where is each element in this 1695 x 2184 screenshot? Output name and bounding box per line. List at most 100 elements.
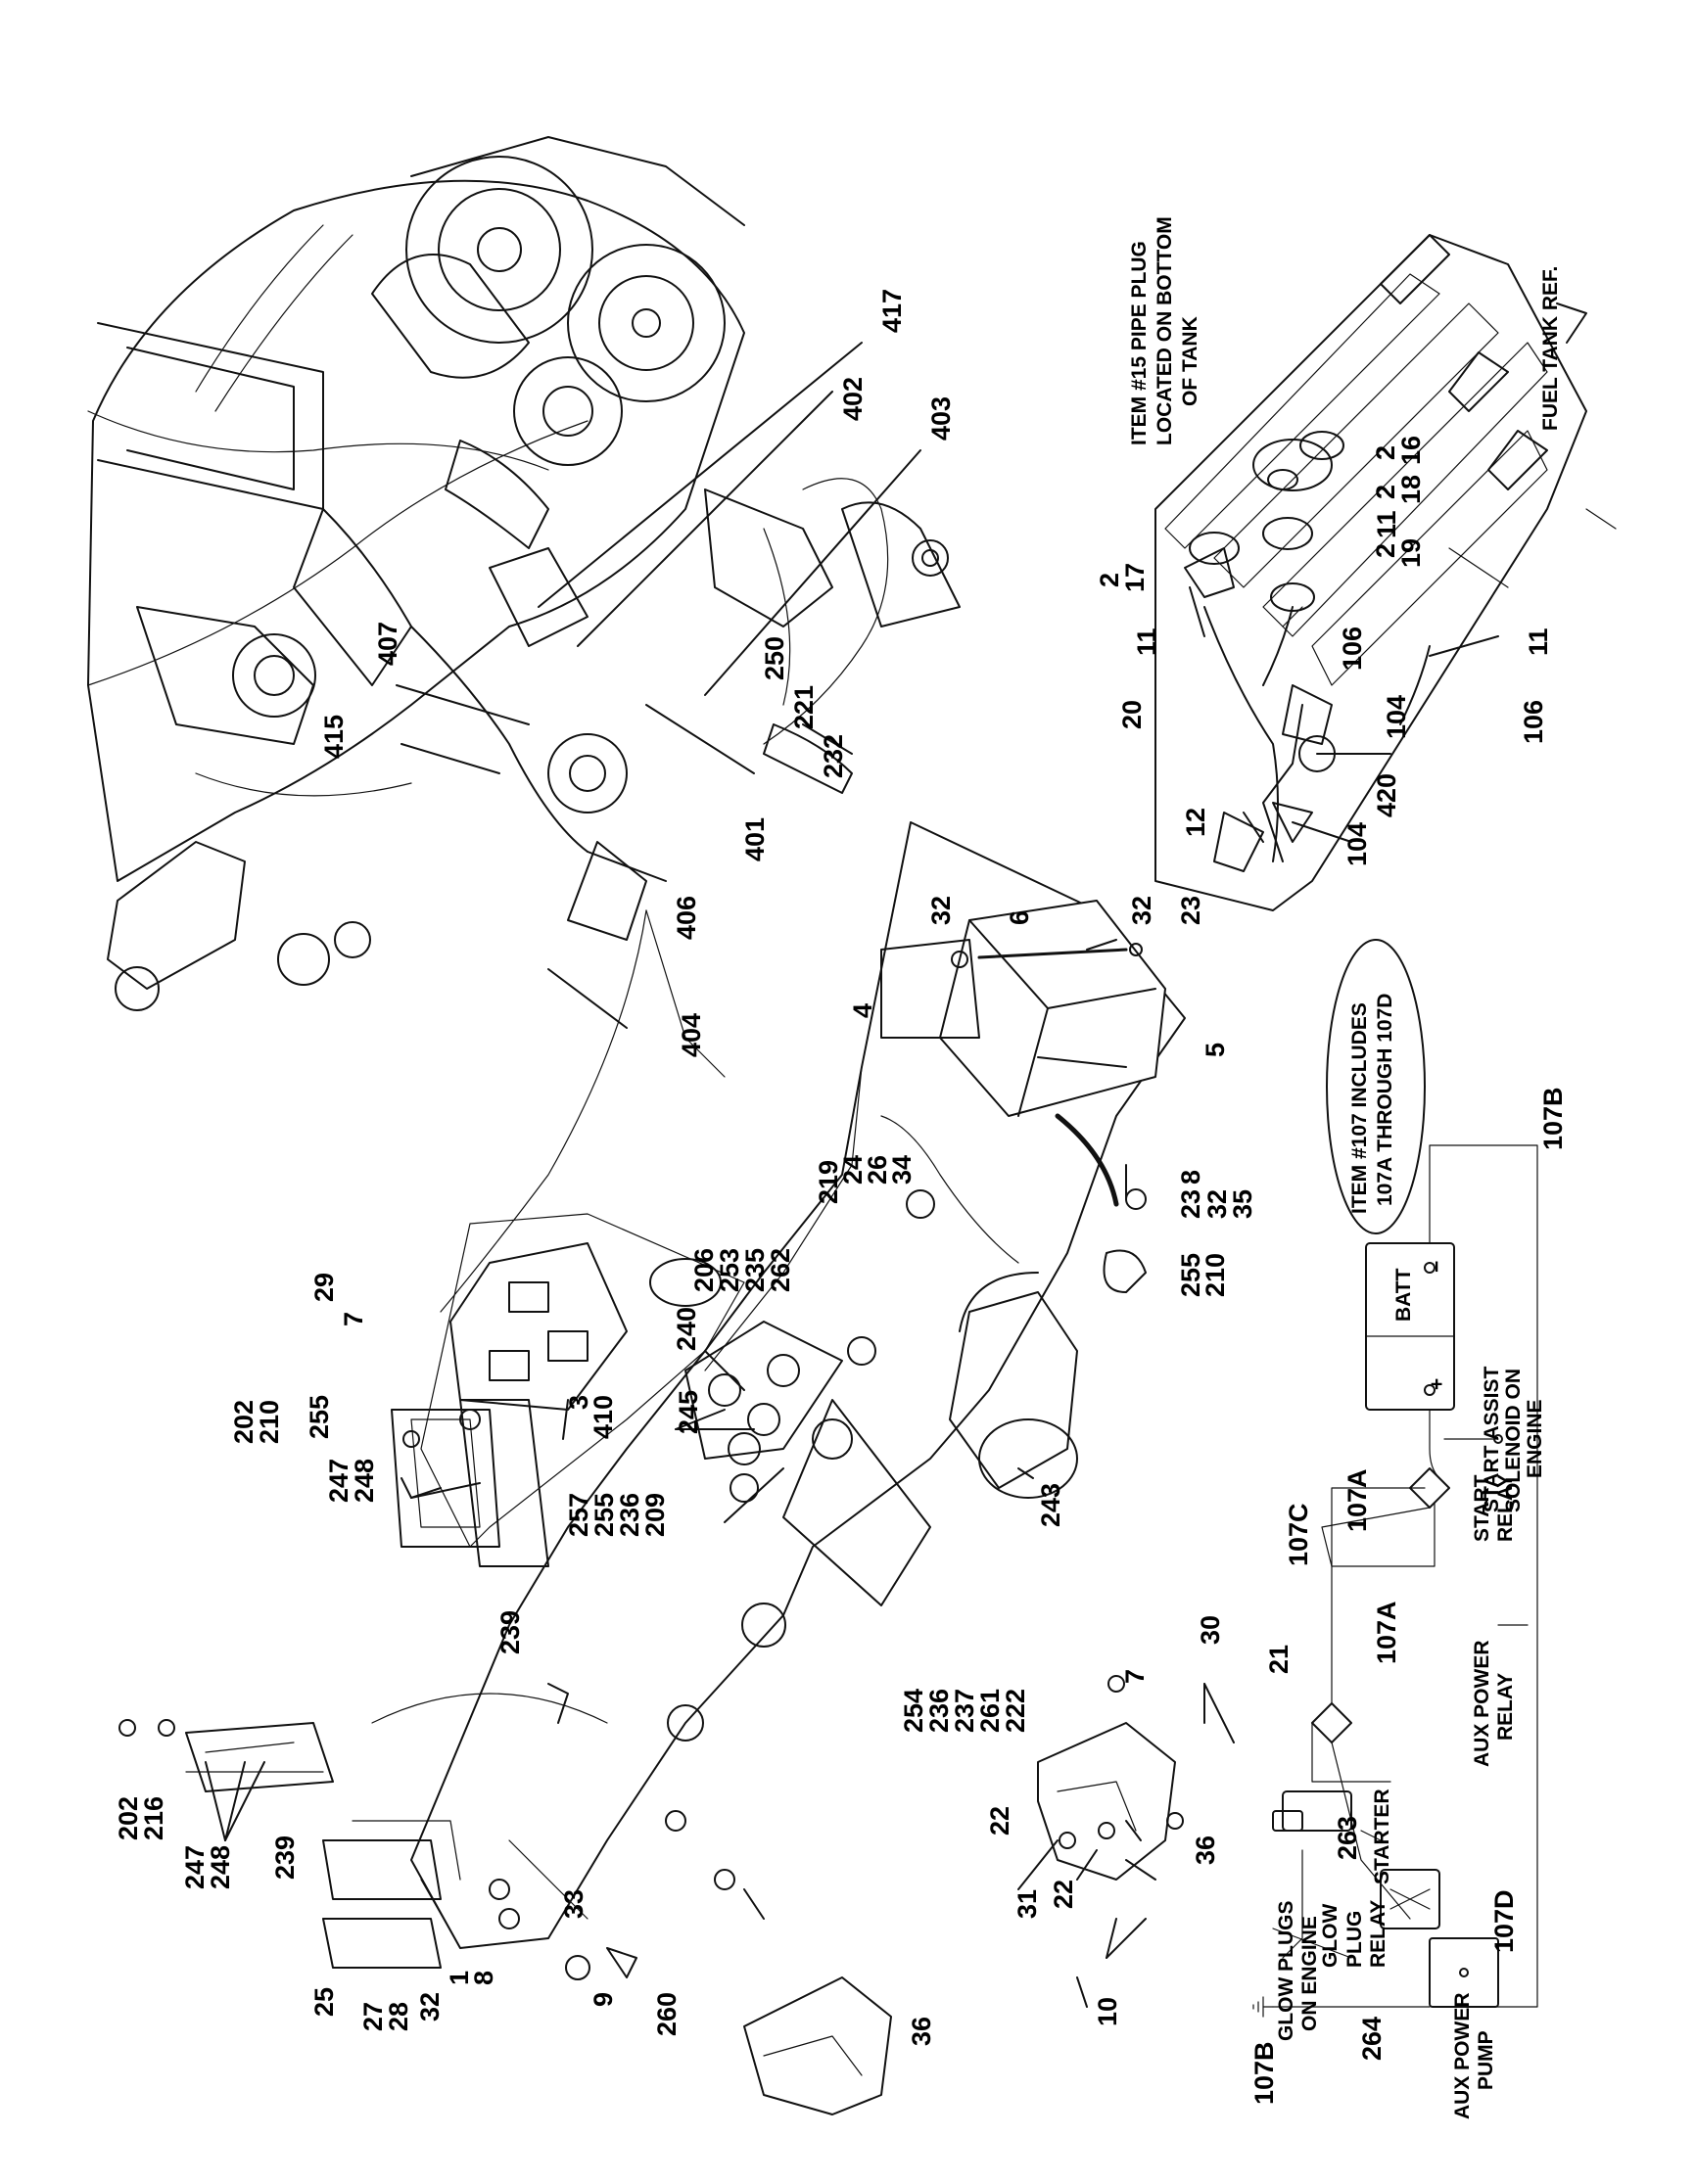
callout-callouts-lower-8: 22 <box>985 1806 1014 1835</box>
callout-callouts-tank-5: 2 <box>1371 543 1400 558</box>
label-schematic-start-assist-2: SOLENOID ON <box>1502 1369 1525 1512</box>
callout-callouts-tank-6: 19 <box>1396 538 1426 568</box>
label-schematic-glow-plug-relay-2: PLUG <box>1343 1911 1366 1968</box>
callout-callouts-tank-12: 106 <box>1338 627 1367 671</box>
engine-callouts: 417 402 403 407 415 250 221 232 401 406 … <box>319 289 956 1057</box>
label-schematic-wires-0: 107A <box>1342 1468 1372 1532</box>
callout-callouts-box-15: 210 <box>1201 1253 1230 1297</box>
callout-callouts-engine-5: 250 <box>760 636 789 680</box>
callout-callouts-engine-1: 402 <box>838 377 868 421</box>
callout-callouts-brackets-16: 8 <box>469 1971 498 1985</box>
callout-callouts-lower-11: 10 <box>1093 1997 1122 2026</box>
callout-callouts-tank-9: 11 <box>1132 627 1161 656</box>
callout-callouts-brackets-20: 36 <box>907 2017 936 2046</box>
callout-callouts-brackets-3: 247 <box>324 1459 353 1503</box>
label-schematic-aux-power-pump-2: PUMP <box>1475 2030 1497 2090</box>
callout-callouts-box-8: 32 <box>1202 1189 1232 1219</box>
callout-callouts-relays-13: 3 <box>564 1395 593 1410</box>
callout-callouts-box-12: 26 <box>863 1155 892 1185</box>
label-schematic-refs-1: 264 <box>1357 2017 1387 2061</box>
callout-callouts-tank-11: 20 <box>1117 700 1147 729</box>
callout-callouts-brackets-9: 248 <box>206 1845 235 1889</box>
callout-callouts-lower-1: 236 <box>924 1689 954 1733</box>
callout-callouts-engine-0: 417 <box>877 289 907 333</box>
callout-callouts-lower-9: 31 <box>1012 1889 1042 1919</box>
callout-callouts-tank-7: 2 <box>1095 573 1124 587</box>
callout-callouts-relays-1: 253 <box>715 1248 744 1292</box>
label-schematic-glow-plugs-2: ON ENGINE <box>1298 1916 1321 2031</box>
callout-callouts-brackets-12: 27 <box>358 2002 388 2031</box>
callout-callouts-brackets-13: 28 <box>384 2002 413 2031</box>
callout-callouts-relays-14: 410 <box>589 1395 618 1439</box>
pipe-plug-note: ITEM #15 PIPE PLUG LOCATED ON BOTTOM OF … <box>1128 216 1201 445</box>
callout-callouts-brackets-6: 202 <box>114 1796 143 1840</box>
callout-callouts-relays-10: 243 <box>1036 1483 1065 1527</box>
wiring-schematic <box>1252 1144 1538 2018</box>
callout-callouts-brackets-7: 216 <box>139 1796 168 1840</box>
label-notes-item107-line2: 107A THROUGH 107D <box>1374 994 1396 1206</box>
engine-assembly <box>87 136 961 1011</box>
callout-callouts-box-3: 32 <box>1127 896 1156 925</box>
callout-callouts-tank-13: 104 <box>1382 695 1411 739</box>
callout-callouts-box-11: 24 <box>838 1155 868 1185</box>
callout-callouts-relays-0: 206 <box>689 1248 719 1292</box>
callout-callouts-brackets-5: 239 <box>495 1610 525 1654</box>
callout-callouts-tank-4: 11 <box>1372 510 1401 538</box>
label-schematic-glow-plugs-1: GLOW PLUGS <box>1275 1901 1297 2042</box>
callout-callouts-engine-6: 221 <box>789 685 819 729</box>
callout-callouts-tank-14: 106 <box>1519 700 1548 744</box>
callout-callouts-box-10: 219 <box>814 1160 843 1204</box>
label-schematic-start-relay-2: RELAY <box>1494 1474 1517 1542</box>
callout-callouts-brackets-2: 255 <box>305 1395 334 1439</box>
callout-callouts-engine-8: 401 <box>740 817 770 861</box>
callout-callouts-brackets-0: 202 <box>229 1400 259 1444</box>
callout-callouts-tank-8: 17 <box>1120 563 1150 592</box>
callout-callouts-relays-6: 257 <box>564 1493 593 1537</box>
callout-callouts-brackets-17: 33 <box>559 1889 589 1919</box>
label-notes-item107-line1: ITEM #107 INCLUDES <box>1348 1002 1371 1214</box>
label-schematic-wires-1: 107A <box>1372 1601 1401 1664</box>
callout-callouts-relays-7: 255 <box>589 1493 619 1537</box>
label-schematic-wires-4: 107C <box>1284 1503 1313 1566</box>
label-schematic-glow-plug-relay-1: GLOW <box>1319 1904 1342 1968</box>
battery-symbol <box>1365 1242 1455 1411</box>
callout-callouts-lower-4: 222 <box>1001 1689 1030 1733</box>
label-schematic-aux-power-pump-1: AUX POWER <box>1451 1992 1474 2119</box>
label-notes-pipe-plug-line3: OF TANK <box>1179 316 1201 406</box>
callout-callouts-box-4: 23 <box>1176 896 1205 925</box>
callout-callouts-engine-2: 403 <box>926 396 956 441</box>
callout-callouts-brackets-4: 248 <box>350 1459 379 1503</box>
label-schematic-wires-2: 107B <box>1538 1087 1568 1150</box>
label-schematic-start-assist-3: ENGINE <box>1524 1399 1546 1478</box>
callout-callouts-relays-9: 209 <box>640 1493 670 1537</box>
aux-power-pump-symbol <box>1429 1937 1499 2008</box>
callout-callouts-engine-7: 232 <box>819 734 848 778</box>
callout-callouts-tank-3: 18 <box>1396 475 1426 504</box>
callout-callouts-box-13: 34 <box>887 1155 917 1185</box>
label-schematic-batt: BATT <box>1392 1268 1415 1322</box>
callout-callouts-relays-11: 29 <box>309 1273 339 1302</box>
label-notes-pipe-plug-line1: ITEM #15 PIPE PLUG <box>1128 241 1151 445</box>
callout-callouts-tank-15: 420 <box>1372 773 1401 817</box>
label-schematic-aux-power-relay-2: RELAY <box>1494 1673 1517 1741</box>
callout-callouts-relays-3: 262 <box>766 1248 795 1292</box>
callout-callouts-brackets-10: 239 <box>270 1835 300 1880</box>
callout-callouts-lower-5: 7 <box>1120 1669 1150 1684</box>
item107-note: ITEM #107 INCLUDES 107A THROUGH 107D <box>1348 994 1396 1214</box>
label-schematic-start-assist-1: START ASSIST <box>1481 1366 1503 1512</box>
callout-callouts-box-9: 35 <box>1228 1189 1257 1219</box>
callout-callouts-tank-10: 11 <box>1524 627 1553 656</box>
tank-callouts: 2 16 2 18 11 2 19 2 17 11 11 20 106 104 … <box>1095 436 1553 866</box>
callout-callouts-box-7: 23 <box>1176 1189 1205 1219</box>
label-schematic-plus: + <box>1426 1378 1448 1390</box>
box-callouts: 6 32 4 32 23 5 8 23 32 35 219 24 26 34 2… <box>814 896 1257 1297</box>
callout-callouts-lower-0: 254 <box>899 1689 928 1733</box>
schematic-labels: BATT − + START ASSIST SOLENOID ON ENGINE… <box>1275 1261 1546 2119</box>
callout-callouts-relays-4: 240 <box>672 1307 701 1351</box>
callout-callouts-lower-10: 22 <box>1049 1880 1078 1909</box>
item107-note-ellipse <box>1326 939 1426 1234</box>
callout-callouts-box-2: 4 <box>848 1003 877 1018</box>
label-schematic-refs-0: 263 <box>1333 1816 1362 1860</box>
